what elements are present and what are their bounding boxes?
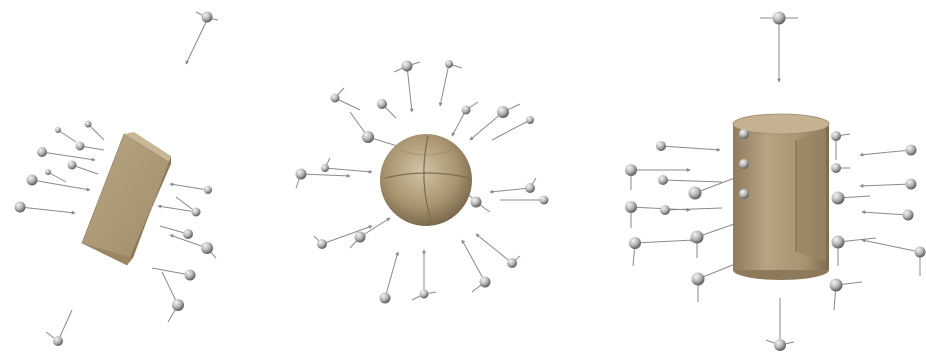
- sensor-node: [760, 12, 798, 83]
- sphere-primitive: [380, 134, 472, 226]
- node-grid-right-lines: [834, 134, 920, 310]
- sensor-node: [186, 12, 218, 65]
- node-grid-right-spheres: [830, 131, 926, 292]
- panel-box: [15, 12, 219, 347]
- panel-sphere: [296, 60, 549, 304]
- sensor-node: [766, 298, 794, 351]
- panel-cylinder: [625, 12, 926, 352]
- box-primitive: [82, 132, 171, 265]
- sensor-node: [46, 310, 72, 346]
- node-cluster-left-spheres: [15, 121, 92, 213]
- node-cluster-right-spheres: [172, 186, 213, 311]
- node-grid-left-spheres: [625, 141, 705, 286]
- node-cluster-left: [20, 124, 104, 213]
